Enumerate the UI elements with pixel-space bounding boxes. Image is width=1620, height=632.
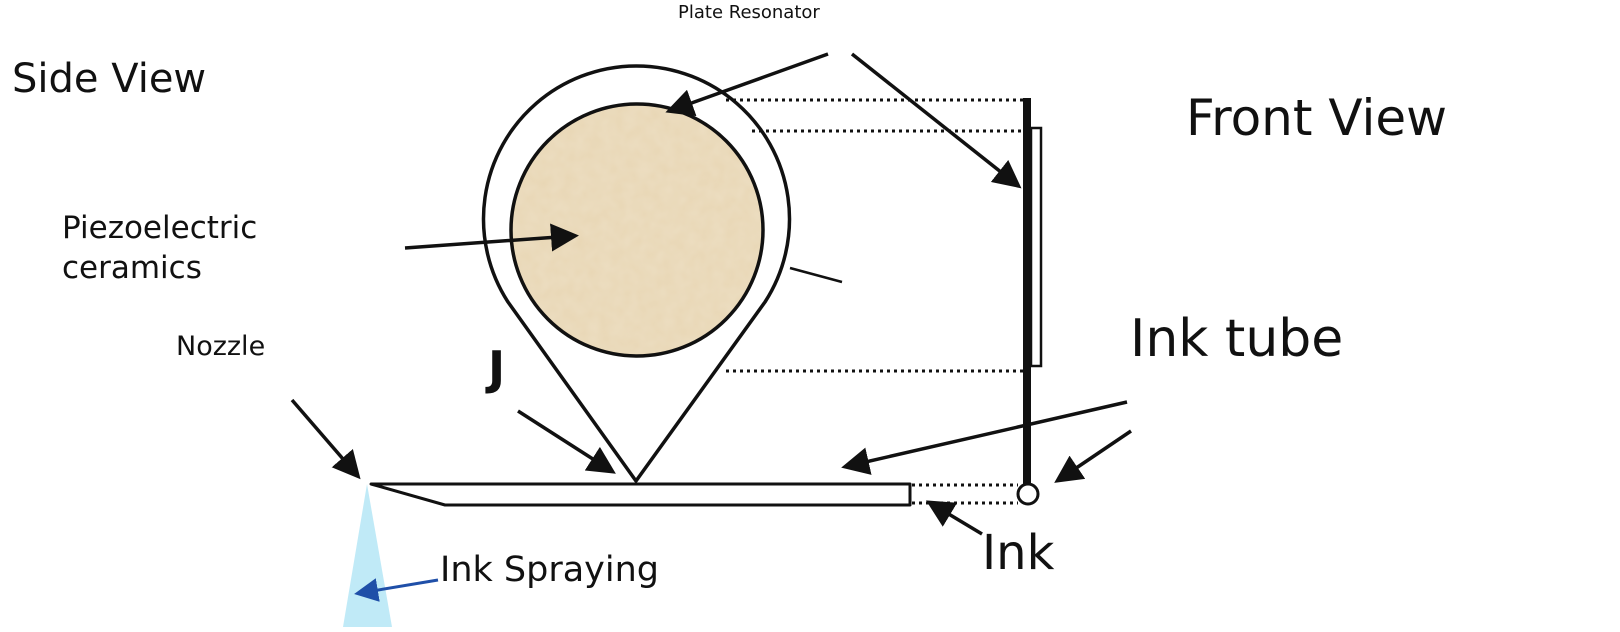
ink-arrow bbox=[925, 500, 983, 536]
ink-label: Ink bbox=[982, 525, 1055, 581]
front-view-ceramic-layer bbox=[1029, 126, 1043, 368]
piezoelectric-ceramics-label: Piezoelectric ceramics bbox=[62, 210, 258, 286]
ink-spraying-arrow bbox=[354, 578, 439, 602]
j-marker-label: J bbox=[488, 341, 506, 395]
plate-resonator-arrow-right bbox=[850, 52, 1022, 189]
ink-spray-cone bbox=[343, 484, 392, 627]
nozzle-arrow bbox=[290, 398, 361, 480]
ink-tube-label: Ink tube bbox=[1130, 309, 1344, 369]
side-view-label: Side View bbox=[12, 56, 207, 102]
plate-resonator-label: Plate Resonator bbox=[678, 2, 820, 23]
resonator-leader-line bbox=[789, 266, 843, 284]
nozzle-channel bbox=[369, 482, 912, 507]
piezo-arrow bbox=[404, 223, 579, 252]
ceramic-texture bbox=[513, 106, 761, 354]
ink-tube-arrow-left bbox=[841, 400, 1128, 475]
j-arrow bbox=[517, 409, 616, 474]
front-view-label: Front View bbox=[1186, 89, 1448, 147]
front-view-ink-tube bbox=[1016, 482, 1040, 506]
ink-spraying-label: Ink Spraying bbox=[440, 550, 660, 590]
plate-resonator-outline bbox=[481, 64, 792, 483]
nozzle-label: Nozzle bbox=[176, 331, 266, 362]
ink-tube-arrow-right bbox=[1054, 429, 1132, 483]
plate-resonator-arrow-left bbox=[665, 52, 829, 117]
